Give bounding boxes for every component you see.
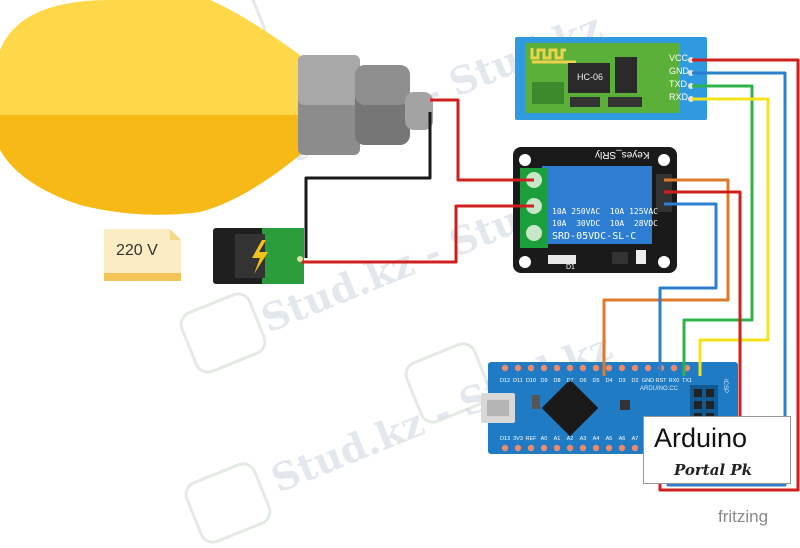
pin-hole: [566, 364, 574, 372]
wire-bulb-relay: [430, 98, 534, 182]
bt-antenna: [530, 48, 576, 64]
pin-hole: [605, 444, 613, 452]
pin-label: D5: [592, 378, 599, 384]
relay-brand: Keyes_SRly: [595, 149, 650, 160]
logo-line1: Arduino: [654, 423, 748, 453]
pin-hole: [501, 364, 509, 372]
pin-hole: [527, 364, 535, 372]
lightning-icon: [252, 240, 268, 274]
pin-hole: [514, 364, 522, 372]
pin-hole: [501, 444, 509, 452]
pin-hole: [618, 444, 626, 452]
pin-hole: [605, 364, 613, 372]
pin-label: D7: [566, 378, 573, 384]
pin-label: REF: [526, 436, 538, 442]
pin-hole: [592, 444, 600, 452]
pin-label: D6: [579, 378, 586, 384]
pin-label: D13: [500, 436, 510, 442]
pin-hole: [631, 364, 639, 372]
pin-label: D12: [500, 378, 510, 384]
pin-hole: [553, 444, 561, 452]
wire-bulb-jack: [304, 112, 432, 258]
arduino-icsp-label: ICSP: [722, 378, 729, 394]
relay-coil: [542, 166, 652, 244]
pin-hole: [553, 364, 561, 372]
pin-label: A0: [541, 436, 548, 442]
pin-label: D9: [540, 378, 547, 384]
pin-hole: [527, 444, 535, 452]
relay-model: SRD-05VDC-SL-C: [552, 231, 637, 242]
pin-label: D10: [526, 378, 536, 384]
pin-hole: [644, 364, 652, 372]
voltage-label: 220 V: [116, 242, 158, 259]
bulb-glass-bottom: [0, 115, 300, 215]
wire-bt-rxd: [692, 97, 770, 376]
arduino-portal-logo: Arduino Portal Pk: [643, 416, 791, 484]
bt-chip-label: HC-06: [577, 72, 604, 82]
pin-hole: [566, 444, 574, 452]
logo-line2: Portal Pk: [674, 461, 753, 479]
pin-hole: [618, 364, 626, 372]
wire-relay-gnd: [658, 202, 718, 376]
pin-label: TX1: [682, 378, 692, 384]
wire-relay-in: [602, 178, 730, 376]
pin-hole: [514, 444, 522, 452]
fritzing-credit: fritzing: [718, 507, 769, 526]
relay-rating-1: 10A 250VAC 10A 125VAC: [552, 207, 658, 216]
bt-chip: [568, 63, 610, 93]
pin-hole: [540, 444, 548, 452]
pin-label: D2: [631, 378, 638, 384]
pin-label: D11: [513, 378, 523, 384]
bulb-glass-top: [0, 0, 300, 115]
bt-pin-gnd: GND: [669, 66, 689, 76]
pin-hole: [592, 364, 600, 372]
pin-label: D3: [618, 378, 625, 384]
arduino-board-label: ARDUINO.CC: [640, 386, 679, 392]
power-jack-pcb: [262, 228, 304, 284]
relay-module: [513, 147, 677, 273]
pin-label: GND: [642, 378, 654, 384]
bluetooth-module: [515, 37, 707, 120]
pin-label: A7: [632, 436, 639, 442]
pin-label: 3V3: [513, 436, 523, 442]
pin-label: A1: [554, 436, 561, 442]
bt-pin-vcc: VCC: [669, 53, 689, 63]
bt-pin-txd: TXD: [669, 79, 687, 89]
relay-diode-label: D1: [566, 264, 575, 271]
pin-hole: [670, 364, 678, 372]
relay-rating-2: 10A 30VDC 10A 28VDC: [552, 219, 658, 228]
pin-label: A5: [606, 436, 613, 442]
light-bulb: [0, 0, 433, 215]
pin-label: A6: [619, 436, 626, 442]
bulb-contact: [405, 92, 433, 130]
voltage-tag: 220 V: [104, 229, 181, 281]
pin-label: A4: [593, 436, 600, 442]
pin-hole: [579, 444, 587, 452]
pin-hole: [540, 364, 548, 372]
pin-label: RX0: [669, 378, 680, 384]
pin-label: A3: [580, 436, 587, 442]
pin-label: A2: [567, 436, 574, 442]
pin-label: D4: [605, 378, 612, 384]
pin-hole: [631, 444, 639, 452]
wire-jack-relay: [302, 204, 534, 264]
power-jack: [213, 228, 304, 284]
pin-label: D8: [553, 378, 560, 384]
bt-pin-rxd: RXD: [669, 92, 689, 102]
wire-bt-txd: [682, 84, 754, 376]
pin-hole: [579, 364, 587, 372]
pin-label: RST: [656, 378, 668, 384]
